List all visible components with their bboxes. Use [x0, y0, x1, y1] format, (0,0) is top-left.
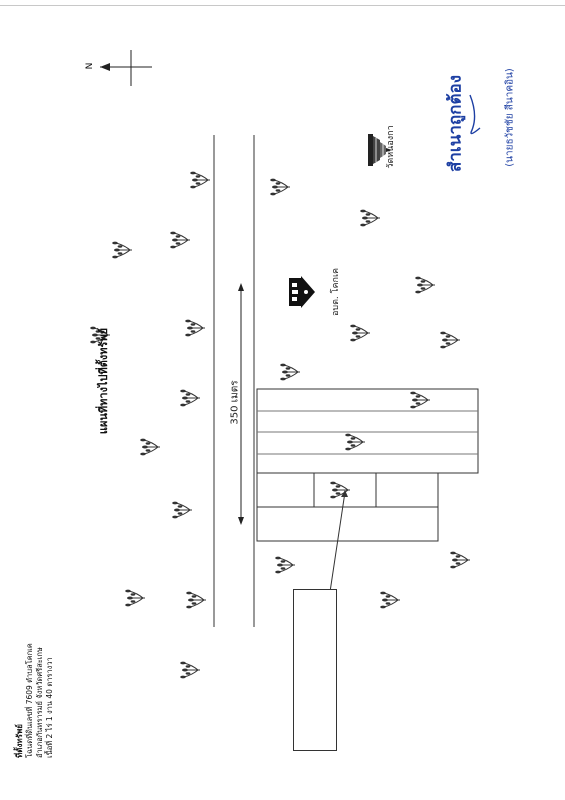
property-heading: ที่ตั้งทรัพย์ [15, 724, 24, 758]
temple-icon [368, 134, 392, 166]
rice-plant-icon [349, 324, 371, 342]
rice-plant-icon [344, 433, 366, 451]
distance-arrow [238, 283, 244, 525]
rice-plant-icon [179, 389, 201, 407]
land-parcels [256, 388, 479, 542]
map-title: แผนที่ทางไปที่ตั้งทรัพย์ [97, 327, 110, 435]
rice-field [89, 171, 471, 679]
office-label: อบต. โคกเค [331, 267, 341, 317]
property-line-3: เนื้อที่ 2 ไร่ 1 งาน 40 ตารางวา [45, 657, 54, 758]
school-building-icon [289, 276, 315, 308]
property-line-2: อำเภอกันทรารมย์ จังหวัดศรีสะเกษ [35, 647, 44, 758]
rice-plant-icon [169, 231, 191, 249]
rice-plant-icon [189, 171, 211, 189]
distance-label: 350 เมตร [229, 380, 241, 425]
pointer-arrow [341, 490, 348, 497]
rice-plant-icon [414, 276, 436, 294]
signer-name: (นายธวัชชัย สีนาคอิน) [504, 68, 516, 167]
top-border-line [0, 5, 565, 6]
property-info-text: ที่ตั้งทรัพย์ โฉนดที่ดินเลขที่ 7609 ตำบล… [15, 608, 55, 758]
rice-plant-icon [124, 589, 146, 607]
compass-arrow-icon [100, 50, 152, 86]
rice-plant-icon [379, 591, 401, 609]
rice-plant-icon [171, 501, 193, 519]
pointer-line [329, 491, 346, 593]
certified-copy-text: สำเนาถูกต้อง [445, 74, 466, 173]
signature-scribble [469, 94, 481, 135]
temple-label: วัดหนองกา [386, 125, 396, 169]
rice-plant-icon [184, 319, 206, 337]
rice-plant-icon [409, 391, 431, 409]
property-info-box [293, 589, 337, 751]
rice-plant-icon [179, 661, 201, 679]
rice-plant-icon [439, 331, 461, 349]
rice-plant-icon [279, 363, 301, 381]
rice-plant-icon [139, 438, 161, 456]
rice-plant-icon [111, 241, 133, 259]
rice-plant-icon [449, 551, 471, 569]
north-label: N [85, 62, 95, 70]
rice-plant-icon [269, 178, 291, 196]
rice-plant-icon [359, 209, 381, 227]
rice-plant-icon [185, 591, 207, 609]
property-line-1: โฉนดที่ดินเลขที่ 7609 ตำบลโคกเค [25, 643, 34, 758]
rice-plant-icon [274, 556, 296, 574]
